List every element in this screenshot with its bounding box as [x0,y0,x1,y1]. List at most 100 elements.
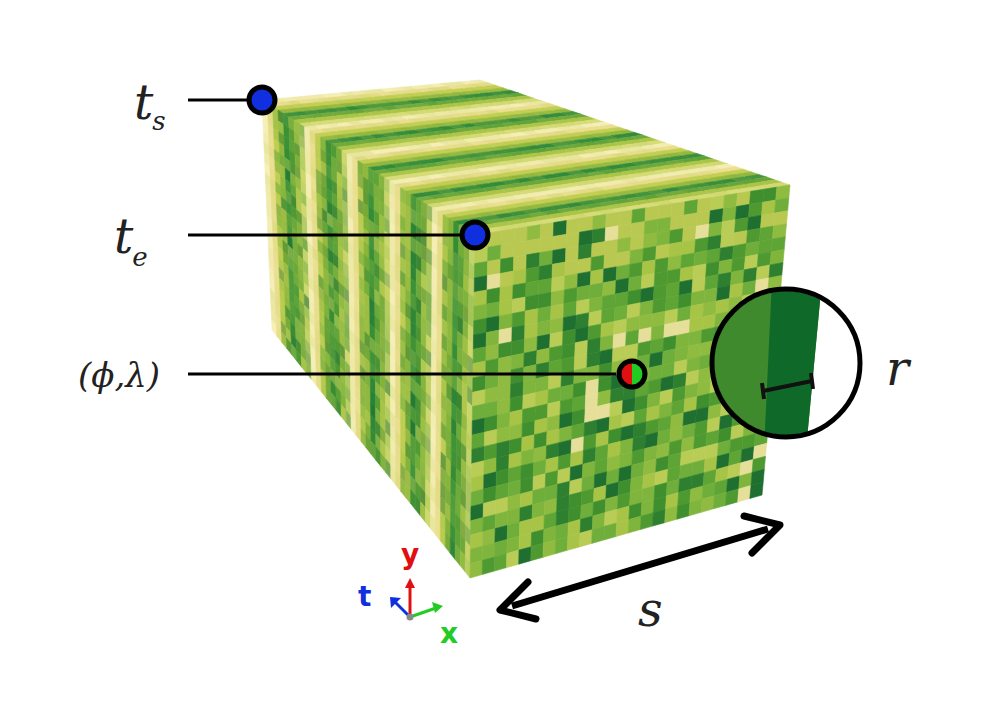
pixel-cell [336,399,341,417]
pixel-cell [296,350,301,367]
pixel-cell [321,380,326,398]
pixel-cell [519,547,532,565]
pixel-cell [566,218,580,234]
pixel-cell [526,281,539,297]
pixel-cell [474,304,487,321]
pixel-cell [474,261,487,278]
pixel-cell [565,246,579,262]
pixel-cell [473,333,486,350]
pixel-cell [361,429,366,448]
pixel-cell [540,236,554,252]
pixel-cell [593,214,607,230]
pixel-cell [539,278,552,294]
pixel-cell [525,295,538,311]
pixel-cell [500,257,513,273]
pixel-cell [465,556,470,578]
pixel-cell [590,269,604,285]
pixel-cell [455,544,460,565]
pixel-cell [381,453,386,473]
pixel-cell [539,250,553,266]
pixel-cell [440,526,445,547]
pixel-cell [551,304,564,320]
pixel-cell [371,441,376,460]
pixel-cell [514,227,528,243]
pixel-cell [566,232,580,248]
pixel-cell [301,356,306,373]
pixel-cell [435,520,440,541]
pixel-cell [526,267,539,283]
pixel-cell [351,417,356,436]
pixel-cell [421,502,426,523]
pixel-cell [513,255,526,271]
pixel-cell [512,325,525,342]
pixel-cell [487,288,500,305]
pixel-cell [396,471,401,491]
pixel-cell [538,292,551,308]
pixel-cell [425,508,430,529]
pixel-cell [311,368,316,386]
pixel-cell [540,223,554,239]
pixel-cell [539,264,552,280]
pixel-cell [470,560,482,578]
pixel-cell [527,239,540,255]
cube-top-face [262,80,790,235]
pixel-cell [526,253,539,269]
pixel-cell [500,285,513,302]
pixel-cell [500,271,513,287]
pixel-cell [552,248,566,264]
pixel-cell [580,216,594,232]
pixel-cell [474,318,487,335]
pixel-cell [474,290,487,307]
pixel-cell [553,220,567,236]
pixel-cell [386,459,391,479]
pixel-cell [592,228,606,244]
pixel-cell [474,276,487,293]
pixel-cell [306,362,311,380]
pixel-cell [565,260,579,276]
pixel-cell [487,273,500,290]
pixel-cell [555,537,568,554]
pixel-cell [366,435,371,454]
pixel-cell [513,269,526,285]
pixel-cell [501,229,514,245]
pixel-cell [507,550,520,568]
pixel-cell [326,386,331,404]
pixel-cell [487,302,500,319]
pixel-cell [567,533,580,550]
pixel-cell [564,274,578,290]
pixel-cell [551,290,564,306]
pixel-cell [579,230,593,246]
pixel-cell [445,532,450,553]
pixel-cell [578,244,592,260]
pixel-cell [331,392,336,410]
pixel-cell [488,245,501,261]
pixel-cell [416,496,421,516]
cube-side-face [262,100,475,578]
pixel-cell [406,484,411,504]
pixel-cell [401,477,406,497]
pixel-cell [531,543,544,560]
pixel-cell [500,299,513,316]
pixel-cell [578,258,592,274]
pixel-cell [376,447,381,466]
pixel-cell [514,241,527,257]
pixel-cell [450,538,455,559]
pixel-cell [346,411,351,430]
pixel-cell [411,490,416,510]
pixel-cell [494,554,507,572]
pixel-cell [552,262,565,278]
pixel-cell [499,314,512,331]
pixel-cell [316,374,321,392]
pixel-cell [501,243,514,259]
pixel-cell [486,316,499,333]
pixel-cell [527,225,541,241]
pixel-cell [356,423,361,442]
pixel-cell [552,276,565,292]
pixel-cell [460,550,465,572]
pixel-cell [486,330,499,347]
pixel-cell [341,405,346,424]
pixel-cell [430,514,435,535]
pixel-cell [391,465,396,485]
pixel-cell [543,540,556,557]
